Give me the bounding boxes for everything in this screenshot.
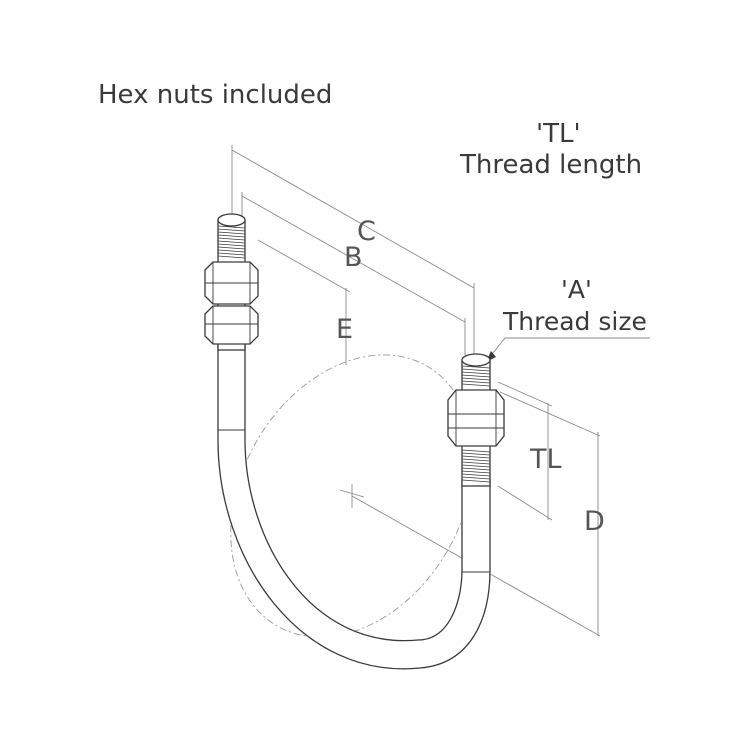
thread-line — [461, 452, 491, 456]
thread-line — [461, 461, 491, 465]
dimension-d-label: D — [584, 506, 605, 537]
thread-line — [217, 249, 246, 253]
thread-line — [461, 479, 491, 483]
thread-line — [461, 473, 491, 477]
thread-line — [461, 458, 491, 462]
dimension-e — [257, 239, 351, 365]
thread-line — [217, 225, 246, 229]
thread-line — [461, 371, 491, 375]
pipe-outline — [230, 354, 474, 638]
u-bolt-body — [217, 339, 491, 670]
thread-line — [461, 368, 491, 372]
thread-line — [217, 255, 246, 259]
thread-line — [217, 246, 246, 250]
thread-line — [461, 455, 491, 459]
thread-line — [217, 252, 246, 256]
thread-line — [461, 374, 491, 378]
label-a-code: 'A' — [561, 275, 592, 304]
thread-line — [461, 476, 491, 480]
dimension-tl-label: TL — [529, 444, 562, 475]
label-tl-name: Thread length — [459, 150, 642, 180]
thread-line — [217, 240, 246, 244]
left-hex-nut-upper — [204, 261, 259, 305]
thread-line — [217, 228, 246, 232]
dimension-tl — [497, 381, 553, 521]
thread-line — [461, 380, 491, 384]
thread-line — [217, 237, 246, 241]
thread-line — [217, 234, 246, 238]
thread-line — [461, 377, 491, 381]
thread-line — [461, 470, 491, 474]
dimension-b-label: B — [344, 242, 363, 273]
thread-line — [461, 383, 491, 387]
thread-line — [461, 365, 491, 369]
dimension-b — [241, 192, 466, 355]
thread-line — [461, 467, 491, 471]
dimension-c — [231, 145, 475, 355]
label-a-name: Thread size — [502, 307, 647, 336]
title-hex-nuts: Hex nuts included — [98, 80, 332, 110]
thread-size-leader — [486, 337, 650, 362]
left-hex-nut-lower — [204, 305, 259, 345]
label-tl-code: 'TL' — [536, 119, 581, 149]
thread-line — [461, 449, 491, 453]
thread-line — [461, 464, 491, 468]
dimension-c-label: C — [357, 216, 376, 247]
right-hex-nut — [447, 389, 505, 447]
dimension-e-label: E — [336, 314, 353, 345]
thread-line — [217, 243, 246, 247]
thread-line — [217, 231, 246, 235]
